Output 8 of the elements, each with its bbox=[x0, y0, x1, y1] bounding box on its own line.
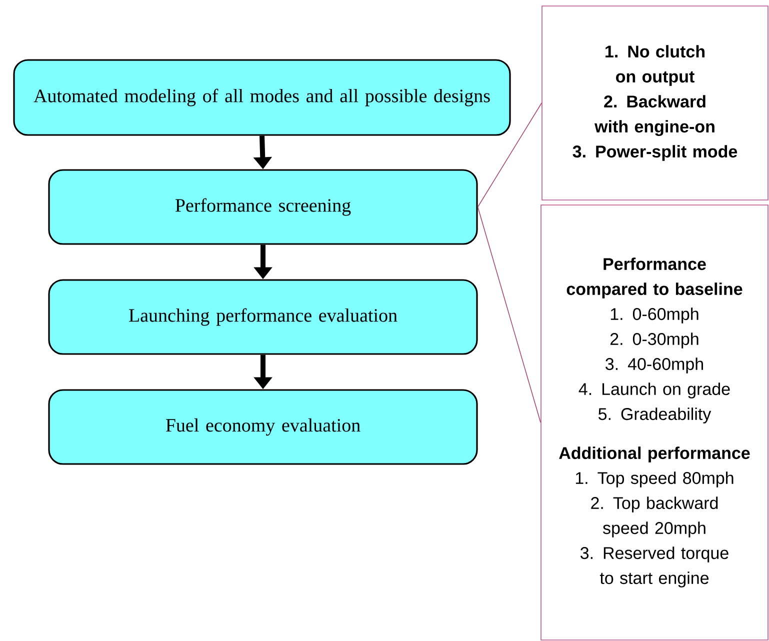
callout-line bbox=[477, 206, 541, 423]
process-box: Launching performance evaluation bbox=[48, 279, 478, 355]
process-box: Fuel economy evaluation bbox=[48, 389, 478, 465]
callout-line bbox=[477, 102, 542, 208]
process-box: Performance screening bbox=[48, 169, 478, 245]
process-box: Automated modeling of all modes and all possible designs bbox=[13, 59, 511, 136]
note-box: Performance compared to baseline 1. 0-60mph 2. 0-30mph 3. 40-60mph 4. Launch on grade 5. Gradeability Additional performance 1. Top speed 80mph 2. Top backward speed 20mph 3. Reserved torque to start engine bbox=[540, 204, 768, 640]
note-box: 1. No clutch on output 2. Backward with engine-on 3. Power-split mode bbox=[542, 6, 768, 200]
